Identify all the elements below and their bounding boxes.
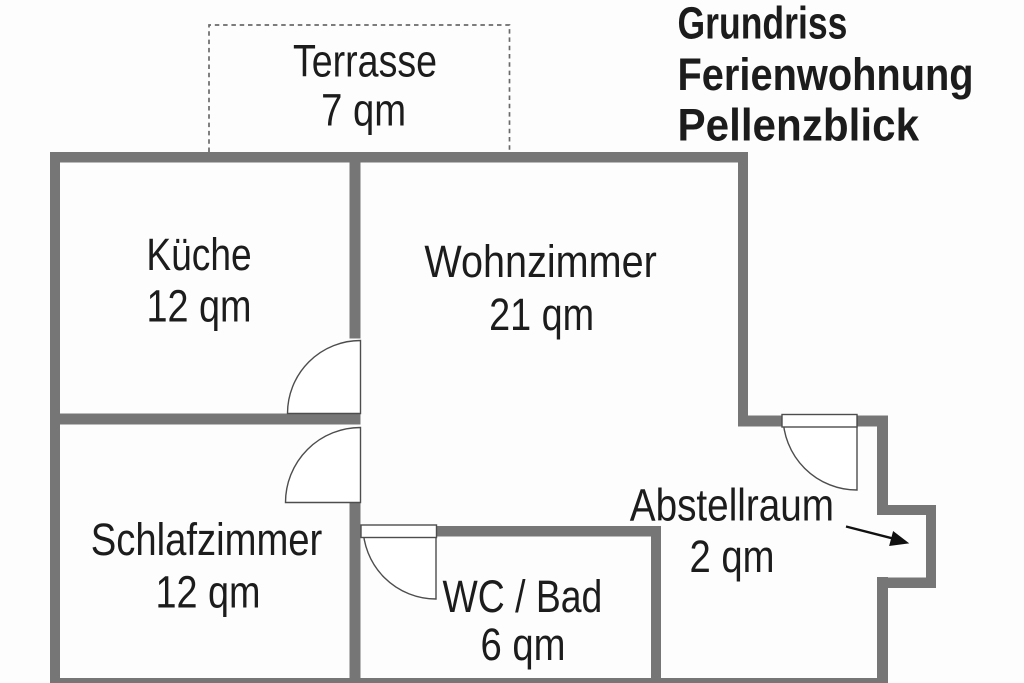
svg-text:Terrasse: Terrasse	[293, 35, 437, 86]
svg-text:Schlafzimmer: Schlafzimmer	[91, 514, 323, 565]
svg-text:Abstellraum: Abstellraum	[630, 480, 834, 530]
svg-text:6 qm: 6 qm	[480, 619, 565, 670]
svg-text:WC / Bad: WC / Bad	[443, 572, 603, 622]
svg-text:Küche: Küche	[146, 229, 251, 279]
svg-text:Wohnzimmer: Wohnzimmer	[424, 237, 656, 287]
svg-text:21 qm: 21 qm	[489, 289, 594, 340]
svg-text:2 qm: 2 qm	[689, 531, 774, 582]
svg-text:Grundriss: Grundriss	[678, 0, 848, 48]
svg-text:Pellenzblick: Pellenzblick	[678, 101, 920, 151]
svg-text:7 qm: 7 qm	[321, 85, 406, 136]
svg-text:12 qm: 12 qm	[146, 280, 251, 331]
svg-text:12 qm: 12 qm	[155, 567, 260, 618]
svg-text:Ferienwohnung: Ferienwohnung	[678, 50, 974, 100]
